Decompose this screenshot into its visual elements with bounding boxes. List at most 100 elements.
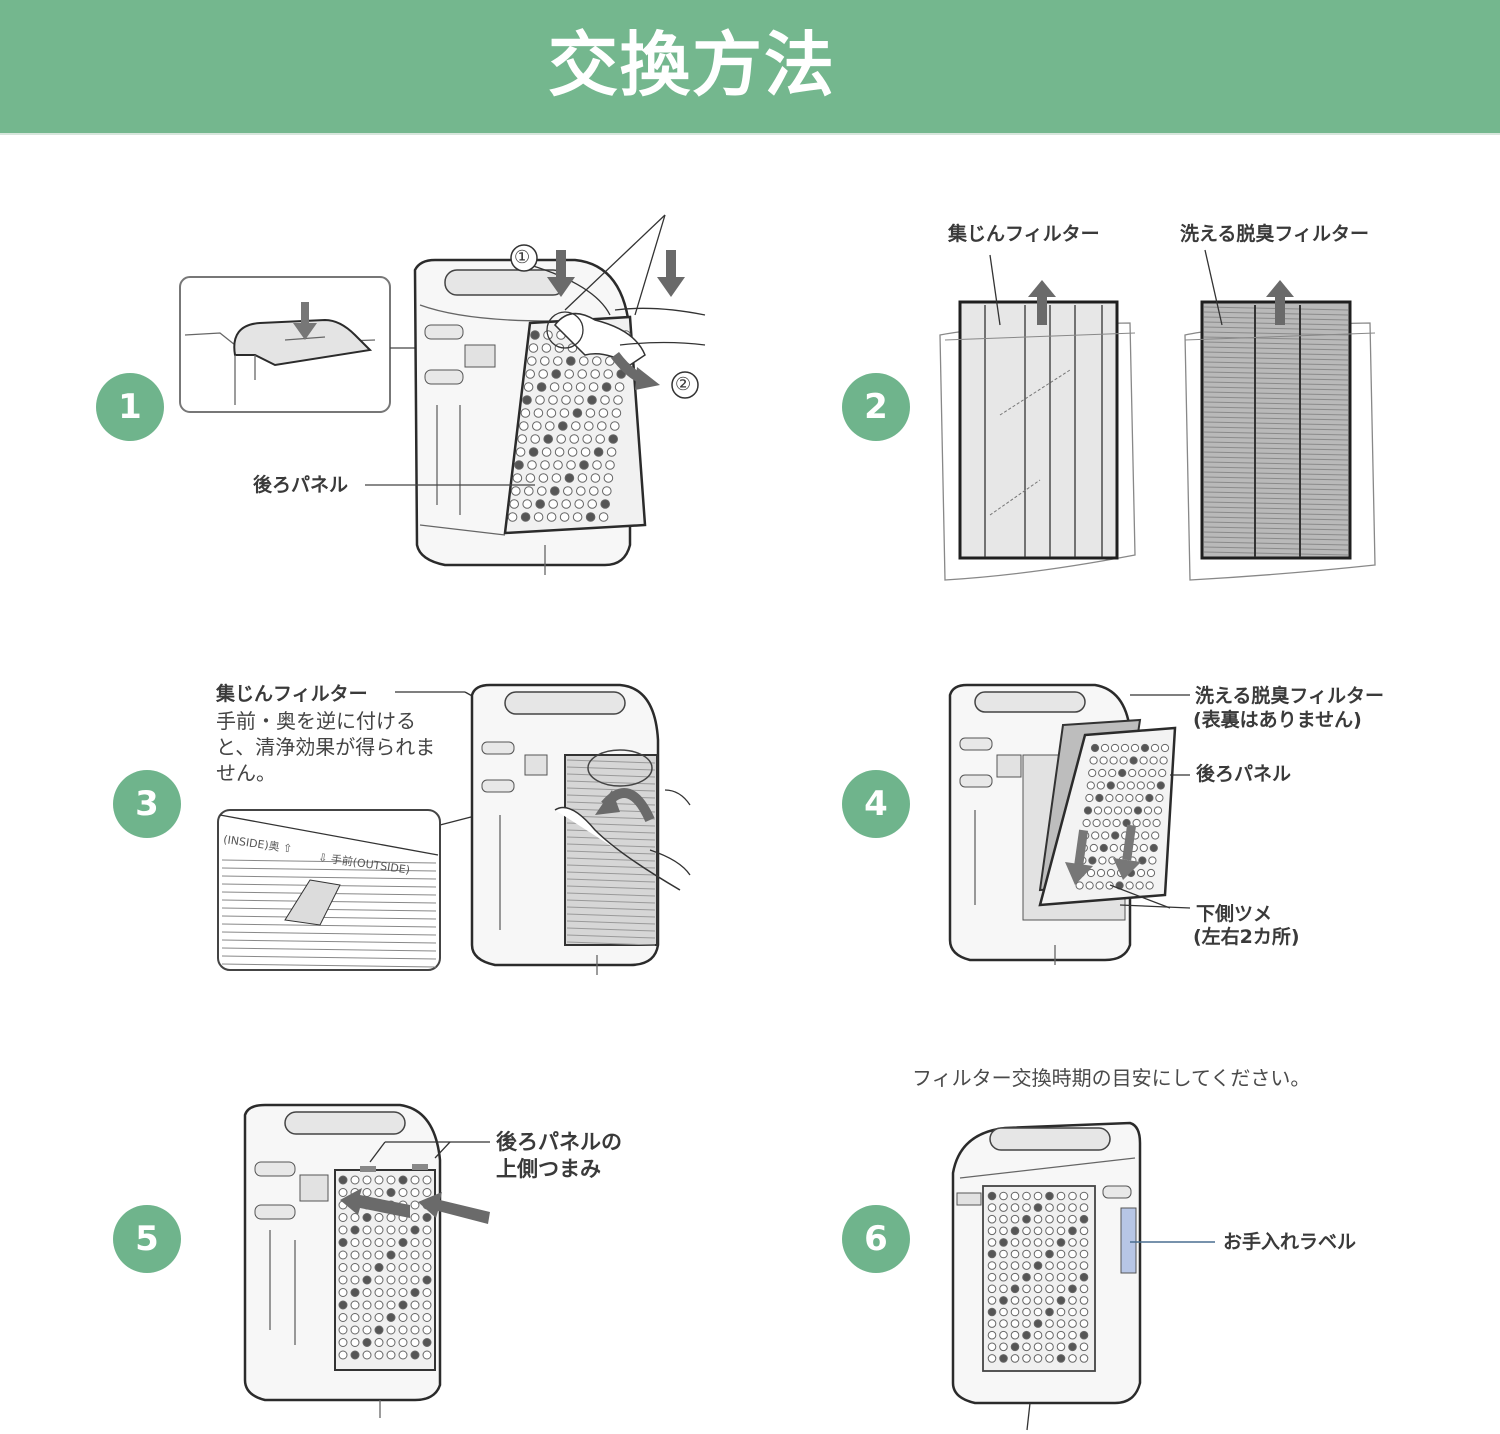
panel-hole	[520, 408, 531, 418]
panel-hole	[1128, 768, 1137, 778]
panel-hole	[410, 1275, 420, 1285]
panel-hole	[1056, 1249, 1066, 1259]
filter-pleat-line	[1203, 361, 1349, 366]
panel-hole	[1079, 1191, 1089, 1201]
panel-hole	[1090, 743, 1100, 753]
panel-hole	[362, 1275, 372, 1285]
panel-hole	[595, 434, 606, 444]
panel-hole	[1129, 756, 1138, 765]
panel-hole	[1022, 1284, 1031, 1294]
panel-hole	[410, 1175, 420, 1185]
panel-hole	[410, 1313, 420, 1322]
header-divider	[0, 133, 1500, 135]
panel-hole	[1068, 1307, 1077, 1317]
filter-pleat-line	[566, 906, 656, 911]
filter-pleat-line	[1203, 436, 1349, 441]
panel-hole	[579, 356, 589, 366]
panel-hole	[987, 1330, 997, 1340]
panel-hole	[1022, 1238, 1031, 1247]
panel-hole	[1116, 781, 1125, 790]
panel-hole	[585, 408, 596, 418]
panel-hole	[386, 1225, 396, 1235]
step3-orientation-note: 手前・奥を逆に付けると、清浄効果が得られません。	[216, 709, 436, 785]
panel-hole	[1158, 768, 1167, 778]
panel-hole	[1079, 1342, 1089, 1352]
panel-hole	[1079, 1261, 1089, 1270]
panel-hole	[987, 1238, 997, 1247]
panel-hole	[589, 486, 599, 496]
panel-hole	[598, 512, 609, 522]
panel-hole	[422, 1250, 432, 1260]
panel-hole	[1148, 768, 1157, 778]
panel-hole	[1115, 793, 1124, 803]
panel-hole	[1098, 856, 1107, 865]
panel-hole	[386, 1300, 396, 1310]
filter-pleat-line	[1203, 481, 1349, 486]
panel-hole	[1033, 1272, 1043, 1282]
panel-hole	[593, 447, 604, 457]
panel-hole	[1133, 806, 1143, 815]
filter-pleat-line	[1203, 471, 1349, 476]
filter-pleat-line	[1203, 456, 1349, 461]
panel-hole	[1045, 1354, 1054, 1363]
panel-hole	[1159, 756, 1168, 765]
panel-hole	[549, 382, 560, 392]
panel-hole	[386, 1263, 396, 1272]
panel-hole	[1111, 831, 1120, 840]
panel-hole	[574, 499, 585, 509]
panel-hole	[605, 460, 615, 470]
step6-care-label: お手入れラベル	[1223, 1231, 1357, 1253]
panel-hole	[1056, 1261, 1066, 1270]
panel-hole	[530, 434, 541, 444]
panel-hole	[1149, 756, 1158, 765]
panel-hole	[386, 1288, 396, 1297]
panel-hole	[398, 1263, 408, 1272]
panel-hole	[338, 1313, 348, 1322]
panel-hole	[553, 356, 563, 366]
panel-hole	[562, 382, 573, 392]
panel-hole	[1056, 1238, 1066, 1247]
panel-hole	[598, 408, 609, 418]
panel-hole	[1085, 793, 1094, 803]
panel-hole	[1045, 1284, 1054, 1294]
filter-pleat-line	[566, 766, 656, 771]
panel-hole	[987, 1354, 997, 1363]
step1-callout-1: ①	[514, 247, 531, 268]
filter-pleat-line	[1203, 491, 1349, 496]
panel-hole	[1106, 868, 1116, 878]
panel-hole	[1099, 756, 1108, 765]
panel-hole	[1033, 1296, 1043, 1305]
panel-hole	[1022, 1272, 1031, 1282]
panel-hole	[1010, 1214, 1020, 1224]
panel-hole	[987, 1284, 997, 1294]
step5-back-panel-label: 後ろパネルの	[496, 1130, 622, 1154]
panel-hole	[386, 1325, 396, 1335]
panel-hole	[524, 486, 534, 496]
panel-hole	[374, 1225, 384, 1235]
rotate-arrow-icon	[595, 788, 655, 823]
filter-pleat-line	[1203, 511, 1349, 516]
filter-pleat-line	[1203, 416, 1349, 421]
panel-hole	[1101, 831, 1110, 840]
filter-pleat-line	[1203, 451, 1349, 456]
filter-pleat-line	[1203, 546, 1349, 551]
panel-hole	[588, 382, 599, 392]
filter-pleat-line	[1203, 501, 1349, 506]
panel-hole	[540, 460, 550, 470]
step4-deodorizing-filter-label: 洗える脱臭フィルター	[1195, 685, 1385, 707]
filter-pleat-line	[566, 759, 656, 764]
panel-hole	[398, 1275, 408, 1285]
panel-hole	[610, 421, 620, 431]
panel-hole	[1149, 843, 1158, 853]
panel-hole	[338, 1338, 348, 1347]
panel-hole	[1142, 818, 1151, 828]
panel-hole	[410, 1213, 420, 1222]
panel-hole	[535, 395, 545, 405]
panel-hole	[1033, 1238, 1043, 1247]
panel-hole	[398, 1238, 408, 1247]
panel-hole	[538, 369, 549, 379]
panel-hole	[1010, 1261, 1020, 1270]
panel-hole	[1109, 843, 1118, 853]
panel-hole	[608, 434, 619, 444]
panel-hole	[398, 1288, 408, 1297]
